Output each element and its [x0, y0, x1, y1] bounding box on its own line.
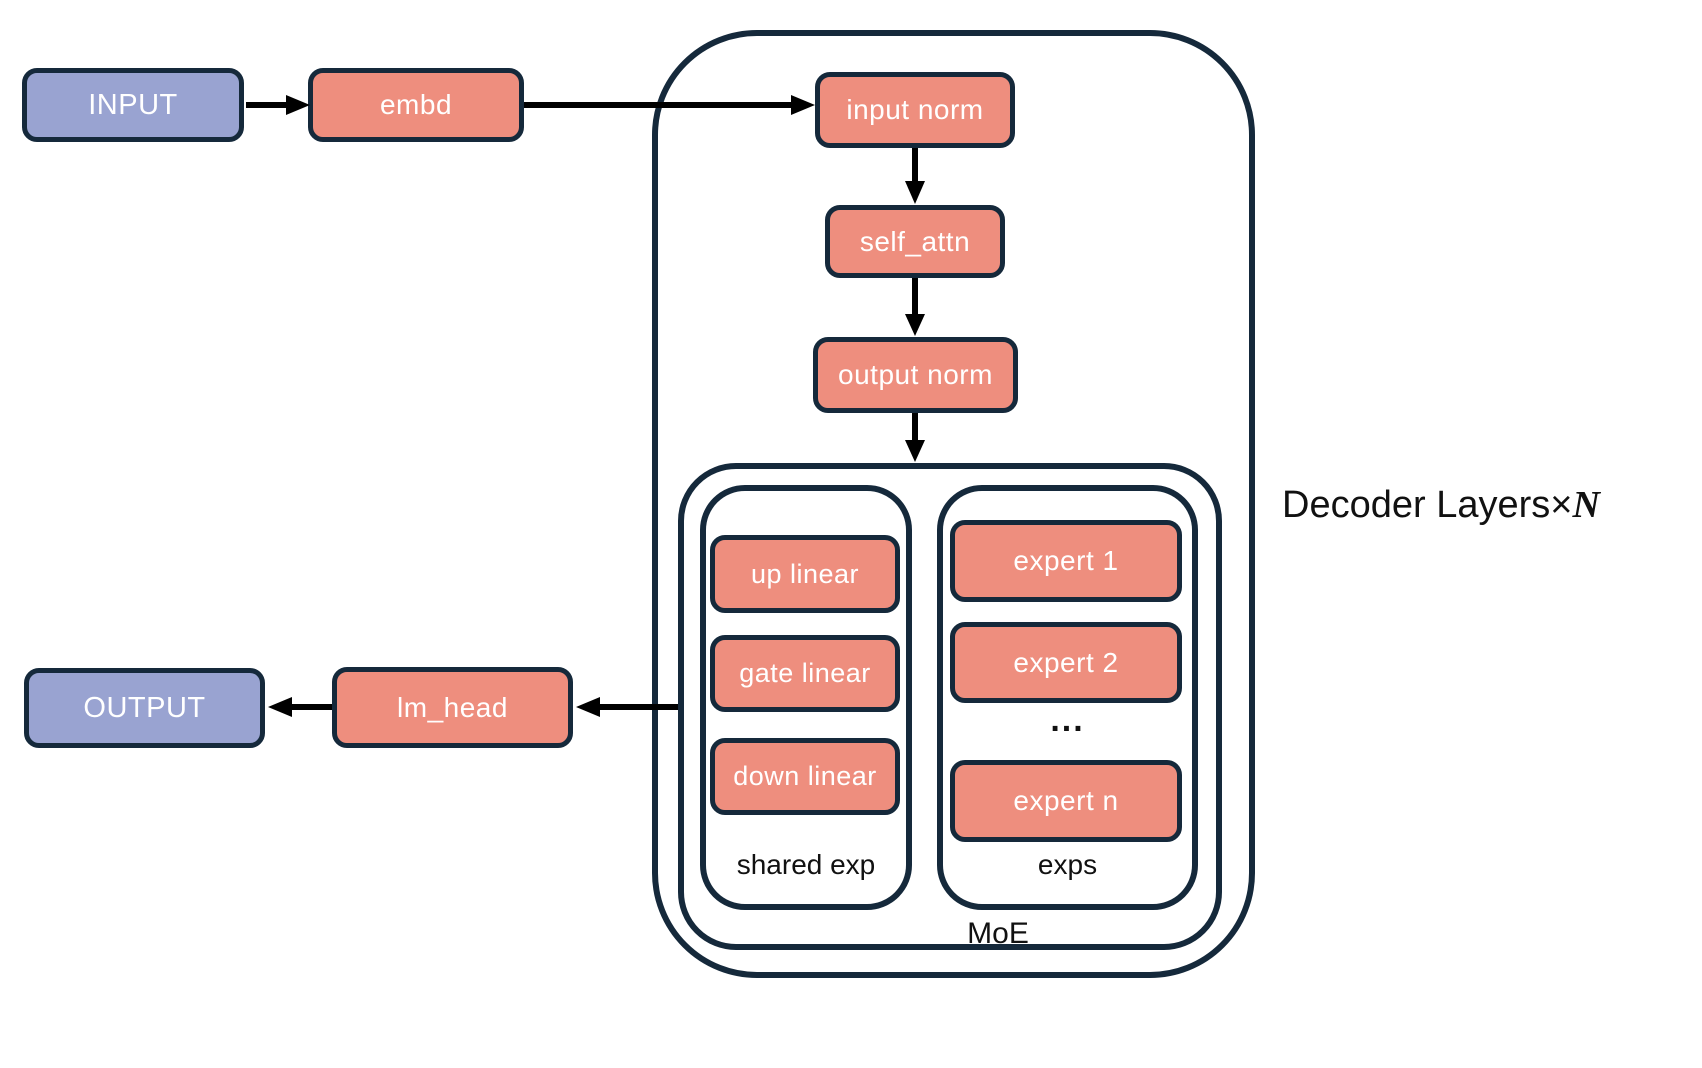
shared-exp-container: up linear gate linear down linear shared…	[700, 485, 912, 910]
exps-caption: exps	[1037, 849, 1098, 880]
node-down-linear: down linear	[710, 738, 900, 815]
decoder-layers-text: Decoder Layers	[1282, 484, 1551, 526]
arrow-input-to-embd	[246, 95, 310, 115]
node-expert-1-label: expert 1	[1013, 545, 1119, 576]
node-embd-label: embd	[379, 89, 453, 120]
node-up-linear: up linear	[710, 535, 900, 613]
node-embd: embd	[308, 68, 524, 142]
experts-ellipsis: ...	[1050, 701, 1085, 739]
node-gate-linear-label: gate linear	[739, 658, 871, 688]
node-output-norm: output norm	[813, 337, 1018, 413]
node-output-label: OUTPUT	[83, 691, 206, 724]
node-output-norm-label: output norm	[838, 359, 993, 390]
node-gate-linear: gate linear	[710, 635, 900, 712]
node-expert-2: expert 2	[950, 622, 1182, 703]
node-expert-n-label: expert n	[1013, 785, 1119, 816]
node-input: INPUT	[22, 68, 244, 142]
decoder-layers-label: Decoder Layers×N	[1282, 483, 1600, 527]
node-down-linear-label: down linear	[733, 761, 877, 791]
node-expert-1: expert 1	[950, 520, 1182, 602]
node-self-attn-label: self_attn	[859, 225, 971, 257]
exps-container: expert 1 expert 2 ... expert n exps	[937, 485, 1198, 910]
node-up-linear-label: up linear	[750, 558, 860, 589]
moe-caption: MoE	[967, 917, 1029, 950]
shared-exp-caption: shared exp	[736, 849, 876, 880]
moe-container: up linear gate linear down linear shared…	[678, 463, 1222, 950]
arrow-lm-head-to-output	[268, 697, 332, 717]
node-input-norm-label: input norm	[846, 94, 984, 125]
node-input-norm: input norm	[815, 72, 1015, 148]
decoder-layers-container: input norm self_attn output norm up line…	[652, 30, 1255, 978]
node-expert-2-label: expert 2	[1013, 646, 1119, 678]
n-symbol: N	[1572, 484, 1600, 526]
node-lm-head: lm_head	[332, 667, 573, 748]
node-output: OUTPUT	[24, 668, 265, 748]
node-lm-head-label: lm_head	[397, 691, 508, 723]
node-input-label: INPUT	[88, 88, 178, 121]
node-expert-n: expert n	[950, 760, 1182, 842]
node-self-attn: self_attn	[825, 205, 1005, 278]
times-sign: ×	[1550, 484, 1573, 526]
